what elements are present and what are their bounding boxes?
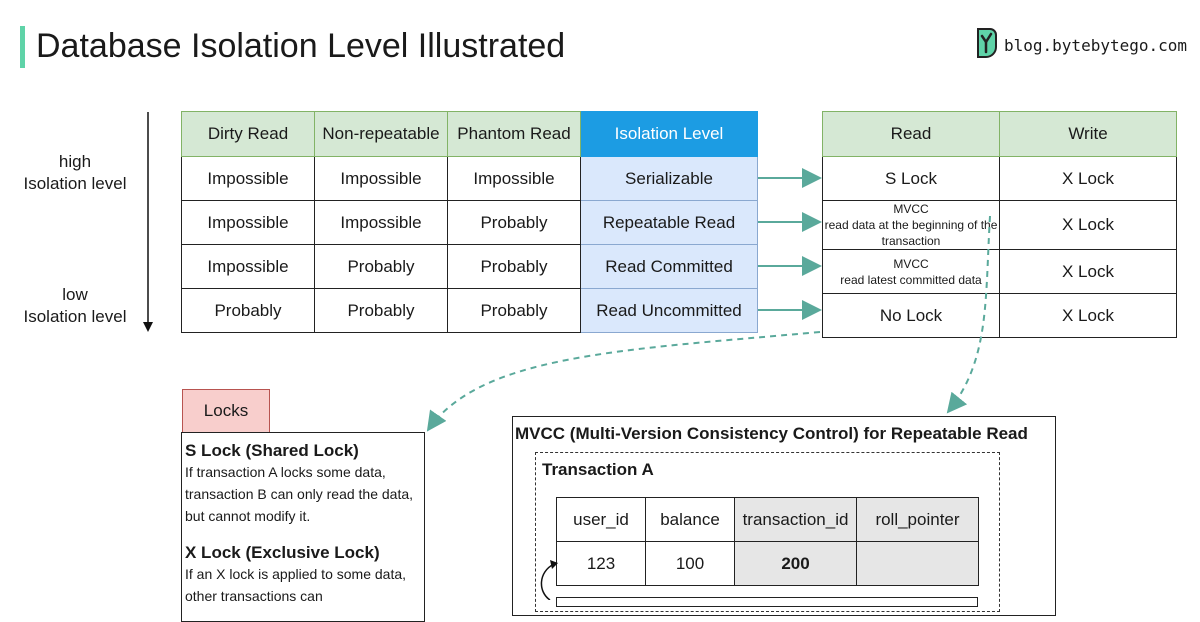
isolation-level-cell: Read Uncommitted bbox=[580, 288, 758, 333]
brand-url: blog.bytebytego.com bbox=[1004, 35, 1188, 55]
table-row: MVCC read latest committed data X Lock bbox=[822, 249, 1177, 294]
header-phantom-read: Phantom Read bbox=[447, 111, 581, 157]
table-row: Impossible Impossible Probably Repeatabl… bbox=[181, 200, 758, 245]
header-dirty-read: Dirty Read bbox=[181, 111, 315, 157]
header-read: Read bbox=[822, 111, 1000, 157]
header-non-repeatable: Non-repeatable bbox=[314, 111, 448, 157]
mvcc-title: MVCC (Multi-Version Consistency Control)… bbox=[515, 424, 1028, 443]
header-transaction-id: transaction_id bbox=[734, 497, 857, 542]
table-row: Probably Probably Probably Read Uncommit… bbox=[181, 288, 758, 333]
header-user-id: user_id bbox=[556, 497, 646, 542]
arrow-to-mvcc bbox=[946, 215, 991, 414]
table-cell: Probably bbox=[181, 288, 315, 333]
table-cell: Impossible bbox=[314, 156, 448, 201]
table-cell: Probably bbox=[314, 288, 448, 333]
header-roll-pointer: roll_pointer bbox=[856, 497, 979, 542]
s-lock-text: If transaction A locks some data, transa… bbox=[185, 464, 414, 524]
table-cell: Probably bbox=[447, 288, 581, 333]
table-cell: 200 bbox=[734, 541, 857, 586]
transaction-label: Transaction A bbox=[542, 460, 654, 479]
table-header-row: user_id balance transaction_id roll_poin… bbox=[556, 497, 979, 542]
table-cell: 123 bbox=[556, 541, 646, 586]
page-title: Database Isolation Level Illustrated bbox=[36, 27, 566, 65]
table-row: 123 100 200 bbox=[556, 541, 979, 586]
locks-tab[interactable]: Locks bbox=[182, 389, 270, 433]
table-cell: X Lock bbox=[999, 293, 1177, 338]
s-lock-title: S Lock (Shared Lock) bbox=[185, 441, 359, 460]
table-row: Impossible Impossible Impossible Seriali… bbox=[181, 156, 758, 201]
arrow-to-locks bbox=[426, 331, 821, 432]
header-balance: balance bbox=[645, 497, 735, 542]
header-isolation-level: Isolation Level bbox=[580, 111, 758, 157]
table-row: S Lock X Lock bbox=[822, 156, 1177, 201]
isolation-axis-arrow bbox=[143, 112, 153, 332]
header-write: Write bbox=[999, 111, 1177, 157]
table-cell: MVCC read data at the beginning of the t… bbox=[822, 200, 1000, 250]
table-cell: MVCC read latest committed data bbox=[822, 249, 1000, 294]
table-cell bbox=[856, 541, 979, 586]
table-cell: Probably bbox=[447, 244, 581, 289]
isolation-level-cell: Serializable bbox=[580, 156, 758, 201]
table-cell: Impossible bbox=[181, 200, 315, 245]
table-header-row: Dirty Read Non-repeatable Phantom Read I… bbox=[181, 111, 758, 157]
roll-pointer-arrow bbox=[540, 560, 558, 600]
table-cell: Impossible bbox=[181, 244, 315, 289]
mvcc-record-table: user_id balance transaction_id roll_poin… bbox=[556, 497, 979, 586]
axis-high-label: high Isolation level bbox=[23, 152, 127, 193]
x-lock-text: If an X lock is applied to some data, ot… bbox=[185, 566, 407, 604]
lock-table: Read Write S Lock X Lock MVCC read data … bbox=[822, 111, 1177, 338]
title-accent-bar bbox=[20, 26, 25, 68]
bytebytego-logo-icon bbox=[974, 26, 998, 65]
isolation-level-cell: Read Committed bbox=[580, 244, 758, 289]
axis-low-label: low Isolation level bbox=[23, 285, 127, 326]
table-row: Impossible Probably Probably Read Commit… bbox=[181, 244, 758, 289]
table-header-row: Read Write bbox=[822, 111, 1177, 157]
table-cell: Probably bbox=[314, 244, 448, 289]
isolation-level-table: Dirty Read Non-repeatable Phantom Read I… bbox=[181, 111, 758, 333]
table-cell: No Lock bbox=[822, 293, 1000, 338]
x-lock-title: X Lock (Exclusive Lock) bbox=[185, 543, 380, 562]
table-cell: 100 bbox=[645, 541, 735, 586]
locks-panel: S Lock (Shared Lock) If transaction A lo… bbox=[181, 432, 425, 622]
table-cell: Impossible bbox=[314, 200, 448, 245]
table-row: No Lock X Lock bbox=[822, 293, 1177, 338]
table-cell: Impossible bbox=[181, 156, 315, 201]
table-cell: X Lock bbox=[999, 249, 1177, 294]
brand[interactable]: blog.bytebytego.com bbox=[974, 26, 1188, 65]
isolation-level-cell: Repeatable Read bbox=[580, 200, 758, 245]
next-version-row bbox=[556, 597, 978, 607]
connector-arrows bbox=[426, 168, 991, 432]
